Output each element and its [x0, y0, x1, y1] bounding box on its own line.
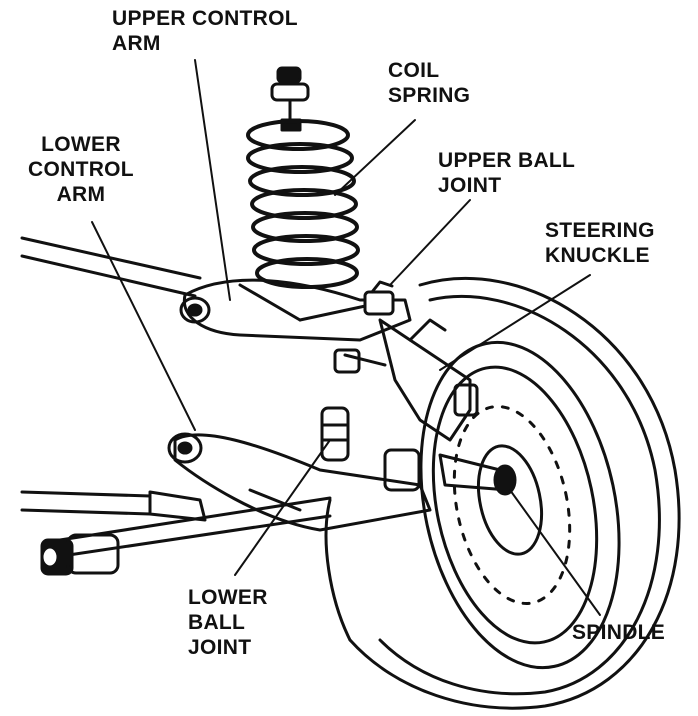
spindle — [438, 453, 517, 496]
label-lower-control-arm: LOWER CONTROL ARM — [28, 133, 134, 206]
leader-lower-control-arm — [91, 221, 196, 431]
leader-lower-ball-joint — [234, 439, 331, 576]
leader-upper-control-arm — [194, 59, 231, 301]
upper-control-arm — [179, 278, 412, 342]
label-spindle: SPINDLE — [572, 621, 666, 644]
leader-upper-ball-joint — [389, 199, 471, 286]
label-coil-spring: COIL SPRING — [388, 59, 471, 107]
tie-rod-end — [40, 533, 120, 576]
leader-lines — [91, 59, 601, 616]
leader-coil-spring — [334, 119, 416, 196]
steering-knuckle — [333, 318, 479, 442]
leader-steering-knuckle — [439, 274, 591, 371]
label-steering-knuckle: STEERING KNUCKLE — [545, 219, 655, 267]
leader-spindle — [509, 489, 601, 616]
upper-ball-joint — [363, 280, 395, 316]
label-lower-ball-joint: LOWER BALL JOINT — [188, 586, 268, 659]
label-upper-control-arm: UPPER CONTROL ARM — [112, 7, 298, 55]
label-upper-ball-joint: UPPER BALL JOINT — [438, 149, 576, 197]
coil-spring — [246, 119, 360, 289]
tire — [324, 276, 681, 710]
lower-control-arm — [148, 432, 432, 532]
